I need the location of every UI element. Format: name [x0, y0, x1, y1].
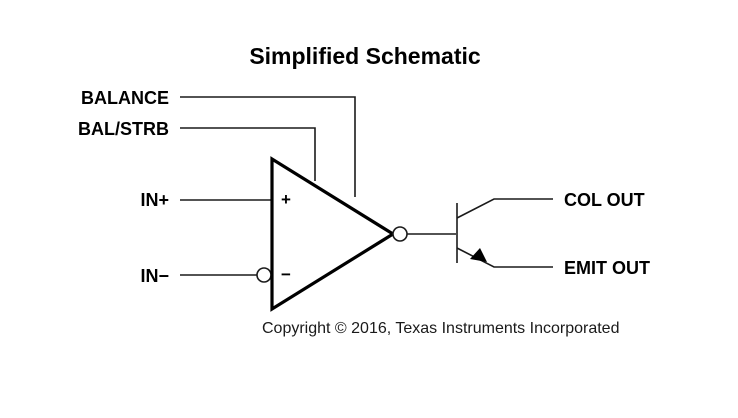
comparator-triangle: [270, 156, 397, 312]
plus-sign: +: [281, 190, 291, 209]
diagram-title: Simplified Schematic: [249, 43, 481, 69]
minus-sign: −: [281, 265, 291, 284]
in-minus-inversion-bubble: [256, 267, 272, 283]
bal-strb-wire: [180, 127, 316, 181]
pin-label-in-plus: IN+: [140, 190, 169, 210]
pin-label-col-out: COL OUT: [564, 190, 645, 210]
pin-label-in-minus: IN−: [140, 266, 169, 286]
emitter-arrow-icon: [470, 248, 487, 262]
emitter-wire: [456, 247, 553, 268]
pin-label-bal-strb: BAL/STRB: [78, 119, 169, 139]
collector-wire: [456, 198, 553, 219]
output-inversion-bubble: [392, 226, 408, 242]
pin-label-emit-out: EMIT OUT: [564, 258, 650, 278]
copyright-notice: Copyright © 2016, Texas Instruments Inco…: [262, 320, 619, 337]
balance-wire: [180, 96, 356, 197]
pin-label-balance: BALANCE: [81, 88, 169, 108]
